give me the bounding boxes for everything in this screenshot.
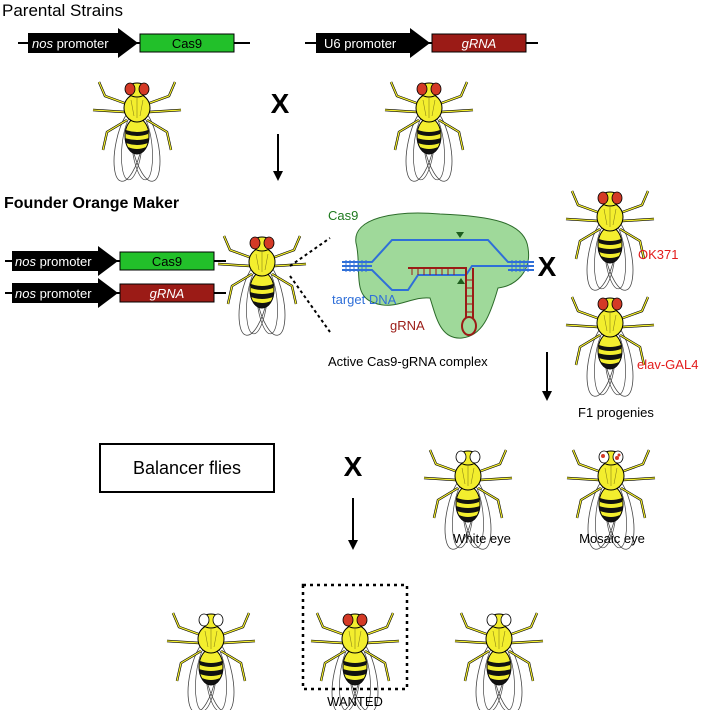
grna-label: gRNA xyxy=(150,286,185,301)
parental-fly-left xyxy=(91,80,183,186)
cleavage-site-bottom xyxy=(457,278,465,284)
cas9-label: Cas9 xyxy=(172,36,202,51)
promoter-arrow xyxy=(316,28,430,58)
grna-box xyxy=(119,283,215,303)
balancer-flies-label: Balancer flies xyxy=(133,458,241,478)
ok371-label: OK371 xyxy=(638,247,678,262)
promoter-arrow xyxy=(28,28,138,58)
dna-ticks xyxy=(345,260,529,272)
cleavage-site-top xyxy=(456,232,464,238)
construct-nos-cas9-top: nos promoter Cas9 xyxy=(18,28,250,58)
nos-promoter-label: nos promoter xyxy=(15,254,92,269)
founder-fly xyxy=(216,234,308,340)
cross-symbol-parental: X xyxy=(271,88,290,119)
grna-box xyxy=(431,33,527,53)
wanted-label: WANTED xyxy=(327,694,383,709)
cross-symbol-balancer: X xyxy=(344,451,363,482)
cross-symbol-driver: X xyxy=(538,251,557,282)
complex-cas9-label: Cas9 xyxy=(328,208,358,223)
balancer-flies-box xyxy=(99,443,275,493)
parental-strains-title: Parental Strains xyxy=(2,1,123,20)
grna-label: gRNA xyxy=(462,36,497,51)
offspring-fly-left xyxy=(165,611,257,710)
u6-promoter-label: U6 promoter xyxy=(324,36,397,51)
driver-fly-ok371 xyxy=(564,189,656,295)
complex-caption: Active Cas9-gRNA complex xyxy=(328,354,488,369)
grna-ticks xyxy=(411,268,473,313)
nos-promoter-label: nos promoter xyxy=(15,286,92,301)
white-eye-label: White eye xyxy=(453,531,511,546)
complex-grna-label: gRNA xyxy=(390,318,425,333)
cas9-grna-complex xyxy=(342,212,534,339)
construct-nos-grna-founder: nos promoter gRNA xyxy=(5,278,226,308)
cas9-box xyxy=(139,33,235,53)
zoom-line-top xyxy=(289,237,331,267)
construct-u6-grna-top: U6 promoter gRNA xyxy=(305,28,538,58)
construct-nos-cas9-founder: nos promoter Cas9 xyxy=(5,246,226,276)
promoter-arrow xyxy=(12,246,118,276)
offspring-fly-right xyxy=(453,611,545,710)
cas9-box xyxy=(119,251,215,271)
promoter-arrow xyxy=(12,278,118,308)
grna-strand xyxy=(408,267,477,336)
complex-target-dna-label: target DNA xyxy=(332,292,397,307)
parental-fly-right xyxy=(383,80,475,186)
driver-fly-elav xyxy=(564,295,656,401)
f1-progenies-label: F1 progenies xyxy=(578,405,654,420)
mosaic-eye-label: Mosaic eye xyxy=(579,531,645,546)
founder-title: Founder Orange Maker xyxy=(4,195,179,212)
wanted-highlight-box xyxy=(301,583,409,691)
elav-gal4-label: elav-GAL4 xyxy=(637,357,698,372)
nos-promoter-label: nos promoter xyxy=(32,36,109,51)
cas9-label: Cas9 xyxy=(152,254,182,269)
